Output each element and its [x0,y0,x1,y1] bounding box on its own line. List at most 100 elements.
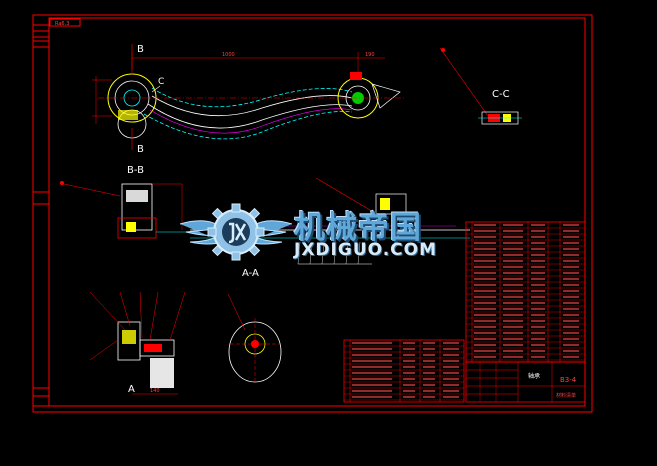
table-cell-text [563,230,579,232]
table-cell-text [563,296,579,298]
section-cc-label: C-C [492,89,510,100]
table-cell-text [531,260,545,262]
secondary-parts-table [343,339,465,403]
brand-name: 机械帝国 [294,210,422,246]
table-cell-text [531,230,545,232]
table-cell-text [443,354,459,356]
label-b-top: B [137,44,144,55]
table-cell-text [423,390,435,392]
table-cell-text [531,290,545,292]
table-cell-text [503,356,523,358]
table-cell-text [443,360,459,362]
table-cell-text [563,356,579,358]
table-cell-text [352,360,392,362]
table-cell-text [474,308,496,310]
table-cell-text [474,278,496,280]
table-cell-text [474,302,496,304]
dim-bottom: 140 [150,388,160,394]
table-cell-text [474,284,496,286]
table-cell-text [503,230,523,232]
table-cell-text [474,296,496,298]
table-cell-text [503,266,523,268]
corner-tag-box [49,18,81,27]
table-cell-text [503,260,523,262]
table-cell-text [531,320,545,322]
table-cell-text [423,354,435,356]
table-cell-text [474,272,496,274]
table-cell-text [563,248,579,250]
table-cell-text [403,342,415,344]
table-cell-text [503,332,523,334]
table-cell-text [474,350,496,352]
lower-circle-view [227,293,282,383]
drawing-name: 轴承 [528,372,540,380]
table-cell-text [474,230,496,232]
table-cell-text [423,372,435,374]
table-cell-text [403,354,415,356]
dim-arm-length: 1000 [222,52,235,58]
main-arm-view: 1000 190 B B C [92,44,489,155]
table-cell-text [443,366,459,368]
corner-tag-text: Ra6.3 [55,21,69,27]
table-cell-text [423,342,435,344]
table-cell-text [503,350,523,352]
table-cell-text [531,236,545,238]
table-cell-text [474,314,496,316]
table-cell-text [423,360,435,362]
parts-list-rows [466,224,585,361]
table-cell-text [503,326,523,328]
table-cell-text [531,242,545,244]
section-cc-view: C-C [478,89,522,125]
table-cell-text [352,378,392,380]
table-cell-text [503,224,523,226]
table-cell-text [531,308,545,310]
parts-list-table [465,221,586,363]
dim-right: 190 [365,52,375,58]
table-cell-text [531,332,545,334]
table-cell-text [563,320,579,322]
table-cell-text [563,314,579,316]
table-cell-text [403,378,415,380]
table-cell-text [563,242,579,244]
table-cell-text [352,348,392,350]
left-margin-block-bot [32,387,50,407]
table-cell-text [503,296,523,298]
table-cell-text [423,384,435,386]
table-cell-text [443,384,459,386]
table-cell-text [531,302,545,304]
table-cell-text [531,356,545,358]
brand-watermark: 机械帝国 JXDIGUO.COM [178,198,478,270]
table-cell-text [474,344,496,346]
table-cell-text [474,290,496,292]
table-cell-text [531,284,545,286]
table-cell-text [503,278,523,280]
table-cell-text [474,332,496,334]
table-cell-text [443,390,459,392]
left-margin-block-mid [32,191,50,205]
table-cell-text [503,314,523,316]
table-cell-text [352,390,392,392]
table-cell-text [531,248,545,250]
table-cell-text [503,254,523,256]
table-cell-text [563,272,579,274]
balloon-row [297,241,372,265]
table-cell-text [563,302,579,304]
table-cell-text [531,344,545,346]
table-cell-text [403,348,415,350]
table-cell-text [531,296,545,298]
table-cell-text [443,342,459,344]
table-cell-text [474,248,496,250]
table-cell-text [503,344,523,346]
table-cell-text [474,356,496,358]
title-block: 轴承 B3-4 材料清单 [465,361,586,403]
table-cell-text [563,284,579,286]
table-cell-text [474,266,496,268]
gear-wings-logo-icon [179,203,293,261]
table-cell-text [352,396,392,398]
table-cell-text [531,278,545,280]
outer-sheet-border [32,14,593,413]
table-cell-text [563,338,579,340]
table-cell-text [443,396,459,398]
table-cell-text [403,360,415,362]
